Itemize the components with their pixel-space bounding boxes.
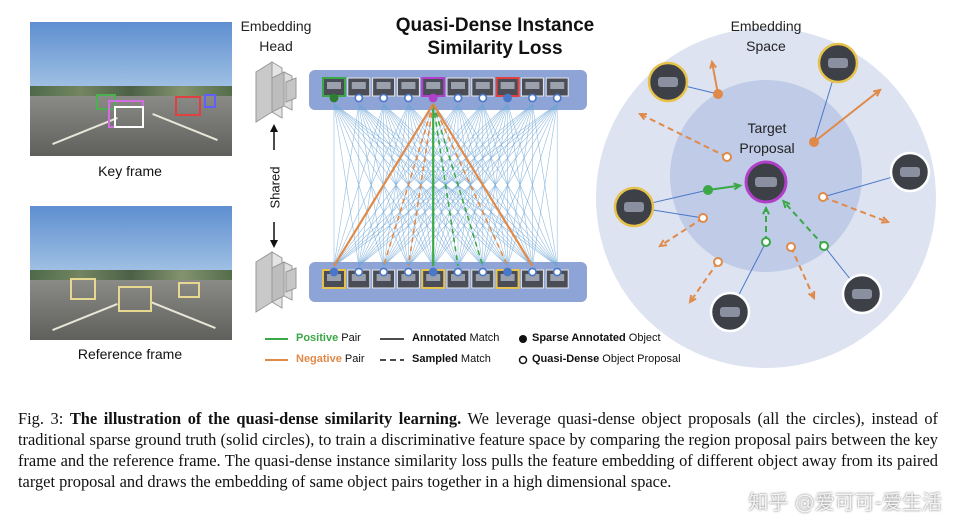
diagram-title: Quasi-Dense Instance Similarity Loss	[395, 15, 595, 59]
bbox	[175, 96, 201, 116]
embedding-space-label: Embedding Space	[730, 18, 802, 54]
legend-annotated: Annotated Match	[412, 332, 500, 344]
key-frame-image	[30, 22, 232, 156]
key-frame-label: Key frame	[98, 163, 162, 179]
reference-frame-image	[30, 206, 232, 340]
legend-sparse: Sparse Annotated Object	[532, 332, 661, 344]
similarity-diagram	[255, 28, 936, 368]
legend-positive: Positive Pair	[296, 332, 361, 344]
bbox	[114, 106, 144, 128]
embedding-head-top-icon	[255, 61, 297, 123]
bbox	[118, 286, 152, 312]
legend-quasi-dense: Quasi-Dense Object Proposal	[532, 353, 681, 365]
match-connections	[333, 103, 534, 267]
reference-frame-label: Reference frame	[77, 346, 183, 362]
target-proposal-label: Target Proposal	[739, 120, 795, 156]
bbox	[204, 94, 216, 108]
bbox	[70, 278, 96, 300]
legend-negative: Negative Pair	[296, 353, 365, 365]
watermark: 知乎 @爱可可-爱生活	[748, 490, 942, 514]
embedding-points	[613, 42, 931, 333]
embedding-head-bottom-icon	[255, 251, 297, 313]
legend-symbols	[265, 335, 528, 365]
proposal-thumbnails	[322, 77, 569, 289]
embedding-head-label: Embedding Head	[240, 18, 312, 54]
bbox	[178, 282, 200, 298]
figure-caption: Fig. 3: The illustration of the quasi-de…	[18, 409, 938, 491]
legend-sampled: Sampled Match	[412, 353, 491, 365]
bbox	[96, 94, 116, 110]
